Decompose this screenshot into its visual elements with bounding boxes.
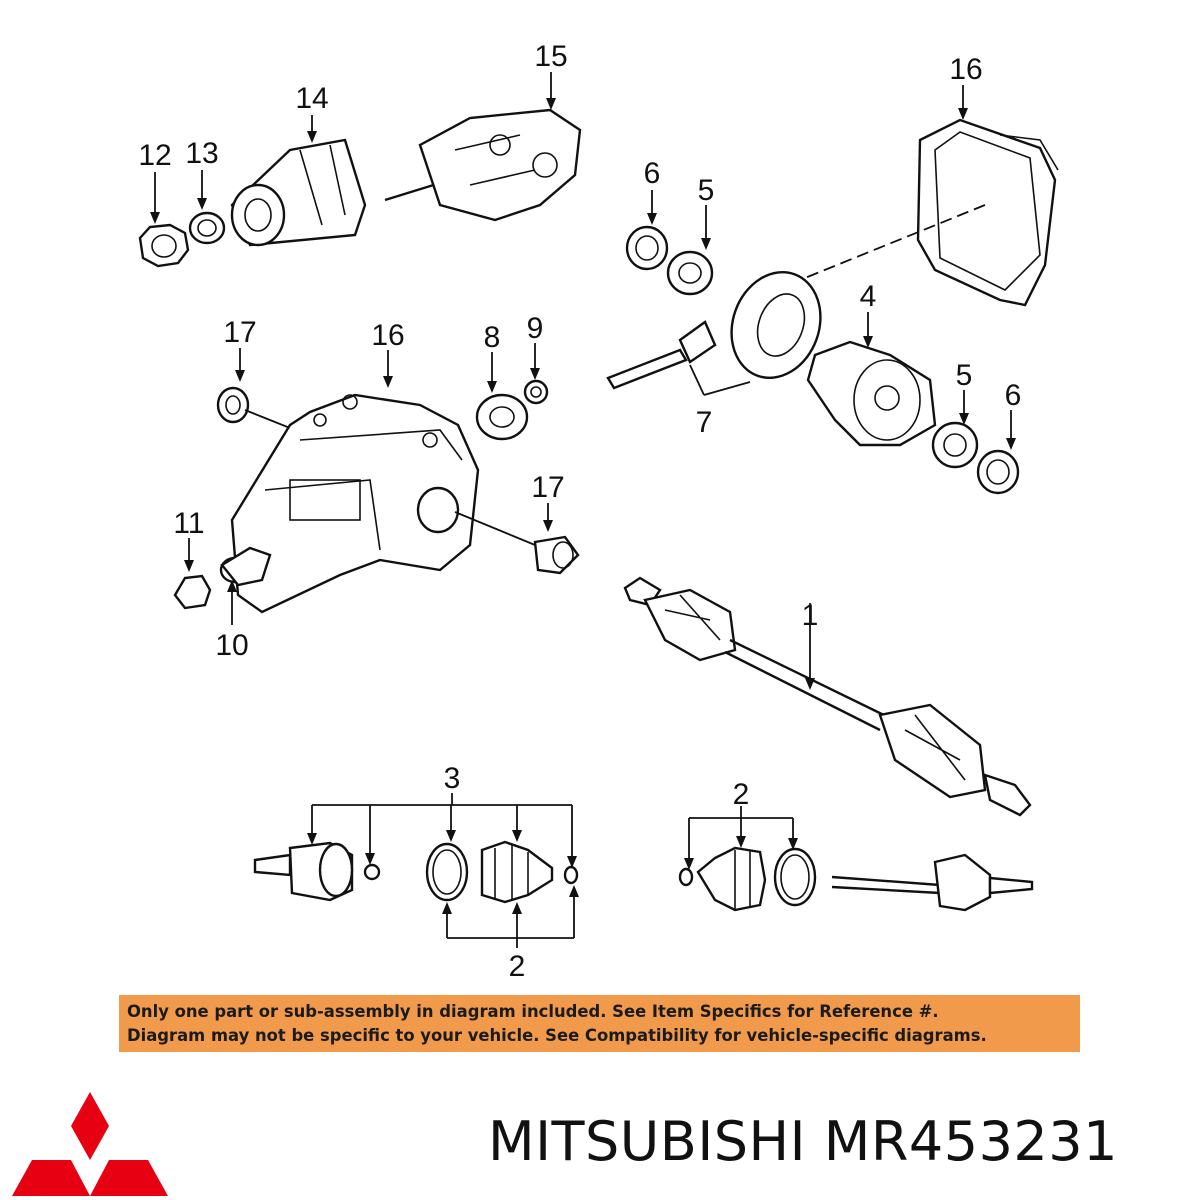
part-2-band-large — [425, 842, 469, 902]
part-13-seal — [188, 211, 226, 245]
mitsubishi-logo — [12, 1092, 168, 1196]
brand-part-number: MITSUBISHI MR453231 — [488, 1110, 1118, 1173]
disclaimer-line-2: Diagram may not be specific to your vehi… — [127, 1026, 987, 1045]
part-10-flange — [219, 546, 272, 587]
callout-4: 4 — [860, 280, 877, 313]
callout-15: 15 — [534, 40, 567, 73]
part-17-seal-left — [216, 386, 301, 433]
callout-16-upper: 16 — [949, 53, 982, 86]
part-16-carrier-housing — [230, 393, 480, 614]
part-3-small-clamp — [363, 863, 381, 881]
part-9-washer — [523, 379, 549, 405]
callout-5-lower: 5 — [956, 359, 973, 392]
logo-diamond-top — [71, 1092, 109, 1160]
part-16-cover — [799, 118, 1059, 307]
callout-7: 7 — [696, 406, 713, 439]
callout-9: 9 — [527, 312, 544, 345]
part-1-drive-shaft — [623, 576, 1032, 817]
callout-14: 14 — [295, 82, 328, 115]
part-3-outer-joint — [253, 841, 354, 902]
part-11-nut — [173, 574, 212, 610]
part-14-extension-housing — [230, 138, 367, 247]
leader-lines — [150, 72, 1016, 948]
part-5-bearing-upper — [666, 250, 714, 296]
callout-2-right: 2 — [733, 778, 750, 811]
callout-16-lower: 16 — [371, 319, 404, 352]
part-7-pinion — [606, 320, 717, 390]
part-15-transfer-case — [384, 108, 582, 222]
part-2-clamp-small-right — [678, 867, 694, 887]
callout-11: 11 — [173, 507, 204, 540]
callout-6-lower: 6 — [1005, 379, 1022, 412]
callout-8: 8 — [484, 321, 501, 354]
ring-gear — [730, 270, 822, 380]
part-2-band-small — [563, 865, 579, 885]
part-5-bearing-lower — [931, 421, 979, 469]
callout-10: 10 — [215, 629, 248, 662]
disclaimer-banner: Only one part or sub-assembly in diagram… — [119, 995, 1080, 1052]
part-17-seal-right — [454, 511, 580, 575]
logo-diamond-right — [90, 1160, 168, 1196]
callout-2-bottom: 2 — [509, 950, 526, 983]
callout-17-left: 17 — [223, 316, 256, 349]
callout-1: 1 — [802, 599, 819, 632]
part-2-boot-left — [480, 840, 554, 904]
part-2-band-right — [773, 847, 817, 907]
part-2-boot-right — [696, 846, 767, 912]
disclaimer-line-1: Only one part or sub-assembly in diagram… — [127, 1002, 939, 1021]
callout-6-upper: 6 — [644, 157, 661, 190]
callout-17-right: 17 — [531, 471, 564, 504]
logo-diamond-left — [12, 1160, 90, 1196]
callout-12: 12 — [138, 139, 171, 172]
callout-5-upper: 5 — [698, 174, 715, 207]
callout-13: 13 — [185, 137, 218, 170]
part-6-seal-lower — [976, 449, 1020, 495]
shaft-bottom-right — [831, 853, 1034, 912]
part-4-differential-case — [806, 340, 937, 447]
part-12-nut — [138, 223, 190, 268]
exploded-parts-diagram: 12 13 14 15 6 5 16 4 5 6 7 17 16 8 9 17 … — [138, 40, 1059, 983]
callout-3: 3 — [444, 762, 461, 795]
part-6-seal-upper — [625, 225, 669, 271]
part-8-bearing — [475, 393, 529, 441]
